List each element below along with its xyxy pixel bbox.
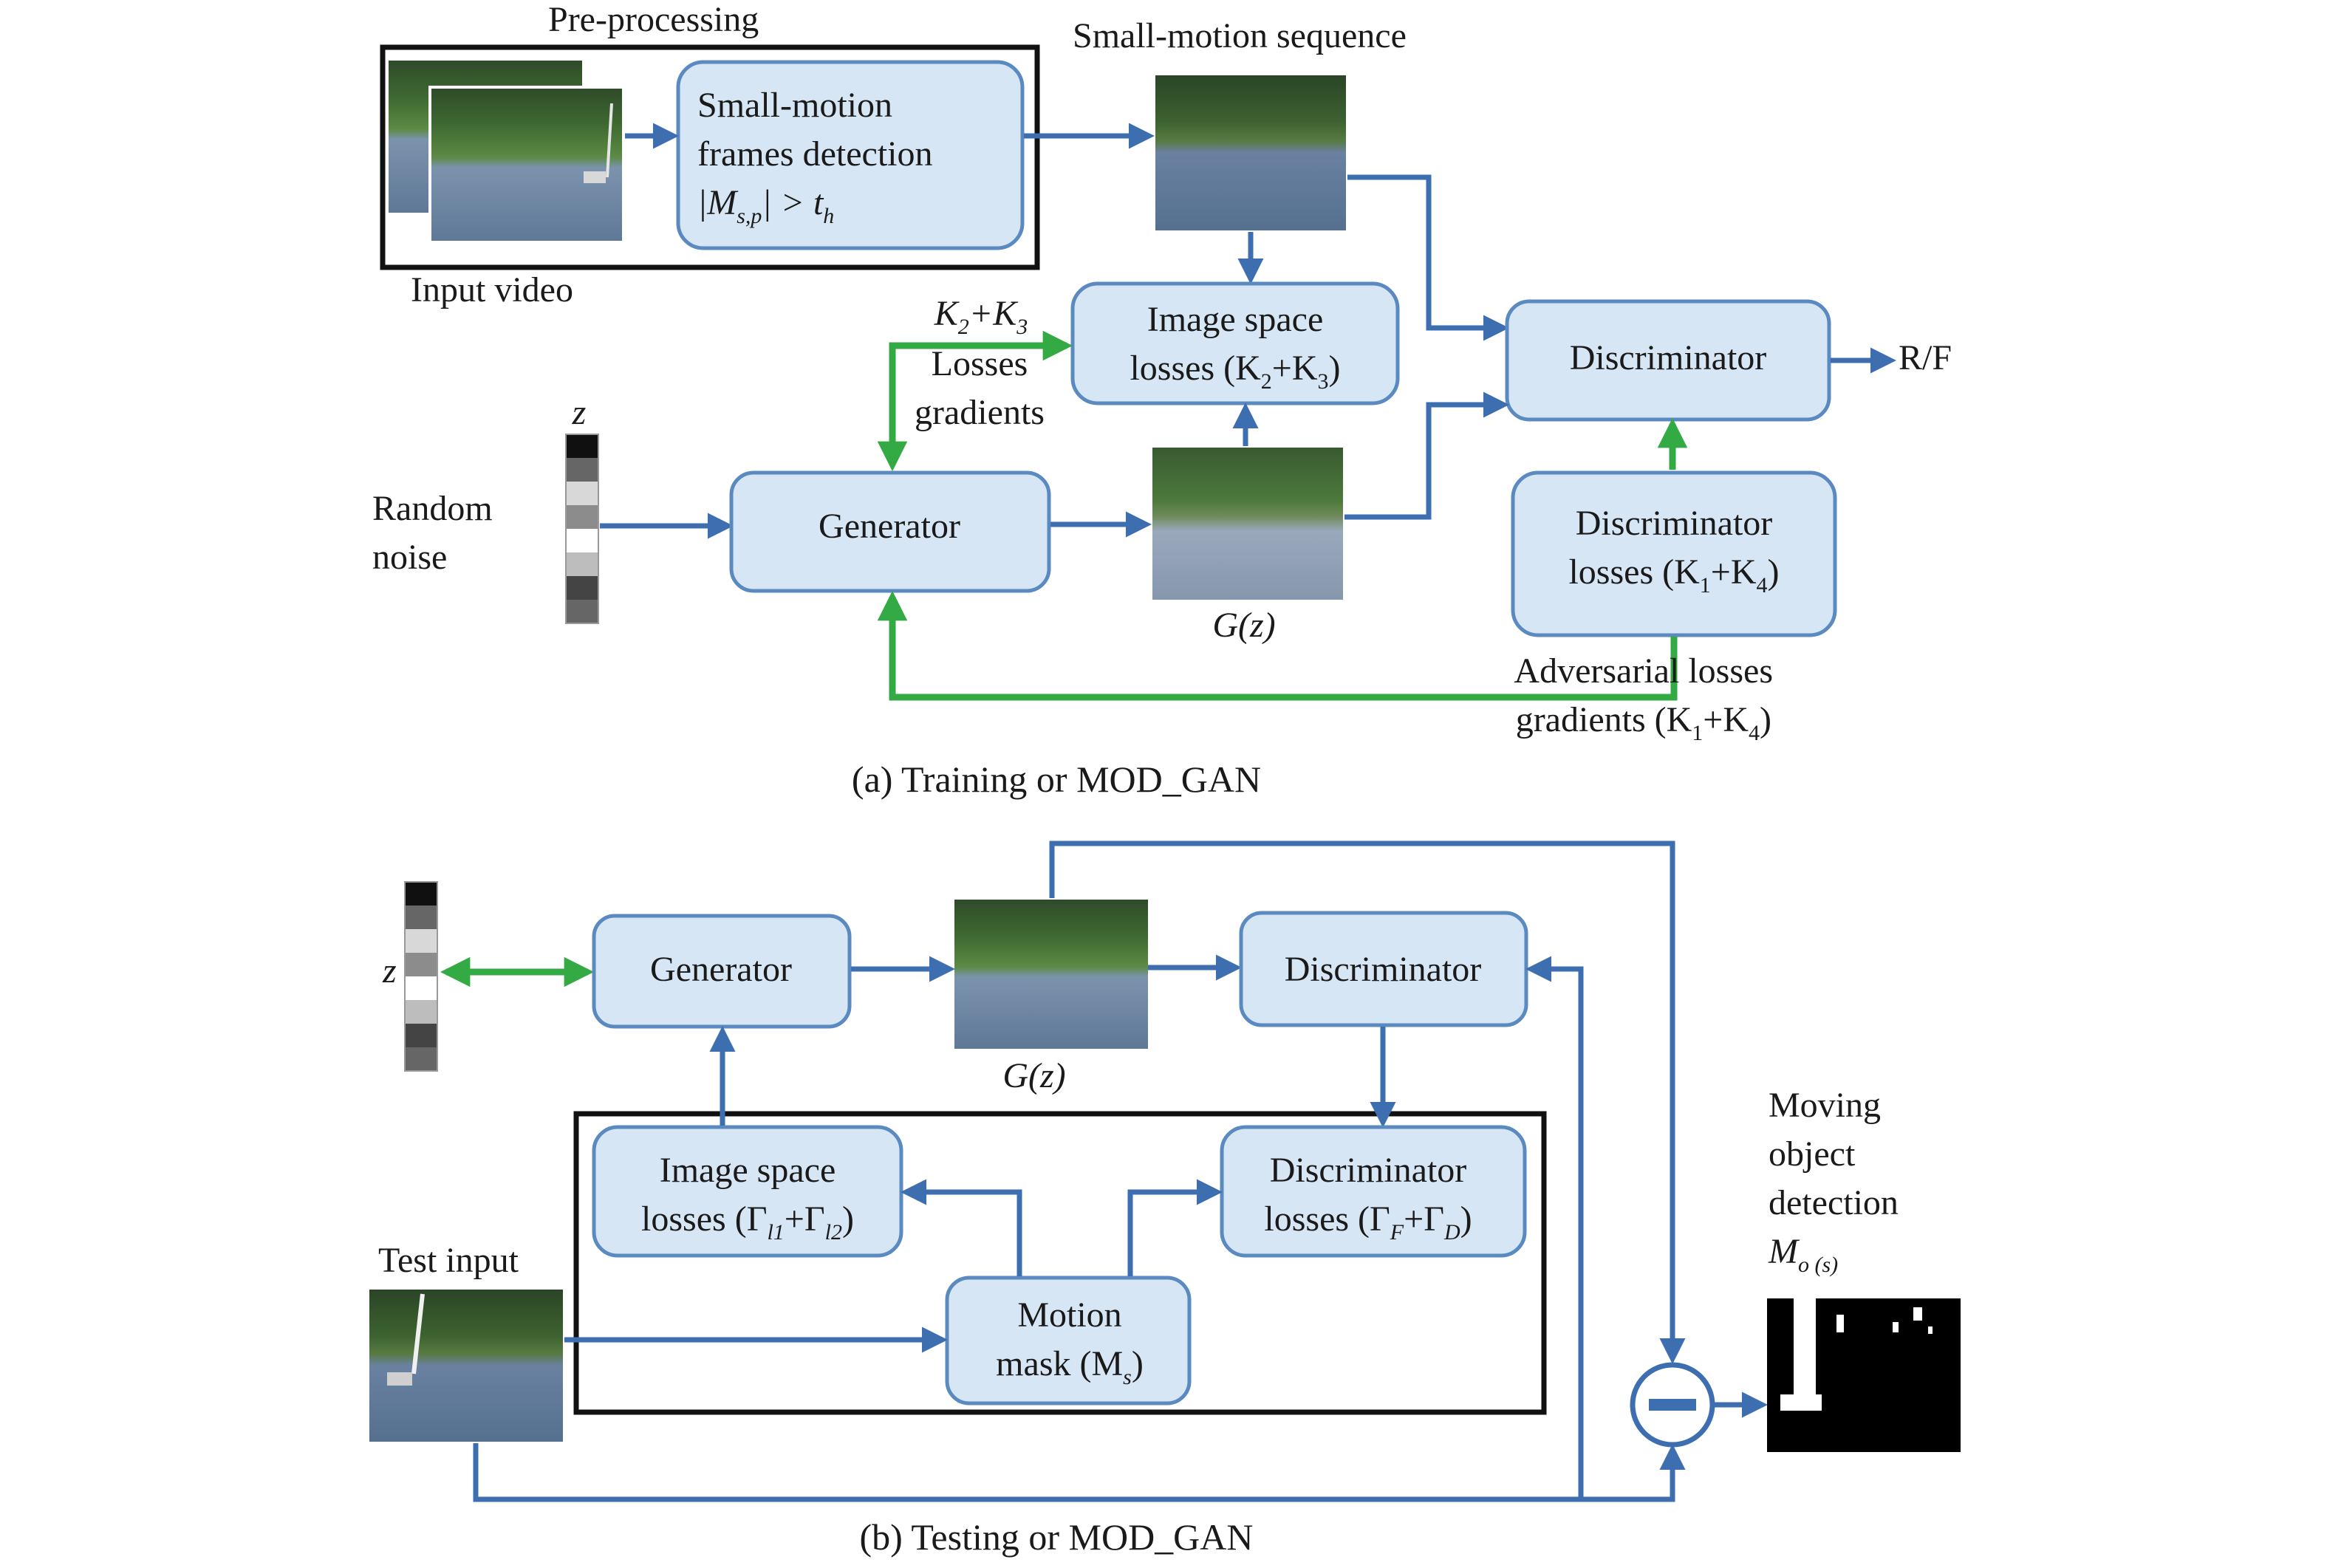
gz-label-training: G(z) xyxy=(1212,606,1275,645)
arrow-gz-to-subtract xyxy=(1049,841,1686,1364)
small-motion-line2: frames detection xyxy=(697,134,933,174)
k-losses-label-line1: K2+K3 xyxy=(934,294,1028,339)
input-video-label: Input video xyxy=(411,270,573,309)
discriminator-losses-box-training xyxy=(1511,470,1837,637)
motion-mask-line1: Motion xyxy=(1017,1295,1121,1335)
generator-label-testing: Generator xyxy=(650,950,792,989)
rf-label: R/F xyxy=(1899,338,1952,377)
disc-losses-line1-training: Discriminator xyxy=(1576,504,1773,543)
small-motion-line1: Small-motion xyxy=(697,86,892,125)
z-label-training: z xyxy=(572,393,587,432)
subtract-icon xyxy=(1630,1362,1715,1448)
moving-object-line1: Moving xyxy=(1769,1086,1881,1125)
caption-training: (a) Training or MOD_GAN xyxy=(852,759,1261,800)
image-space-line1: Image space xyxy=(1147,300,1324,339)
generated-image-training xyxy=(1152,448,1343,600)
small-motion-sequence-label: Small-motion sequence xyxy=(1073,16,1407,55)
disc-losses-line2-testing: losses (ΓF+ΓD) xyxy=(1264,1199,1472,1245)
preprocessing-frame xyxy=(380,44,1040,270)
motion-mask-line2: mask (Ms) xyxy=(996,1344,1144,1389)
k-losses-label-line2: Losses xyxy=(932,344,1028,383)
image-space-line1-testing: Image space xyxy=(660,1151,836,1190)
k-losses-label-line3: gradients xyxy=(915,393,1045,432)
moving-object-line3: detection xyxy=(1769,1183,1899,1222)
arrow-gz-to-discriminator xyxy=(1344,391,1509,520)
arrow-test-input-to-subtract xyxy=(473,1443,1686,1502)
random-noise-line1: Random xyxy=(372,489,493,528)
arrow-test-input-to-discriminator xyxy=(1525,956,1584,1499)
arrow-mask-to-disc-losses xyxy=(1127,1179,1223,1276)
random-noise-line2: noise xyxy=(372,538,447,577)
small-motion-detection-box xyxy=(676,60,1025,250)
adversarial-line2: gradients (K1+K4) xyxy=(1516,700,1771,745)
image-space-line2-testing: losses (Γl1+Γl2) xyxy=(641,1199,854,1245)
arrow-mask-to-image-space xyxy=(901,1179,1022,1276)
caption-testing: (b) Testing or MOD_GAN xyxy=(859,1516,1253,1558)
detection-mask-image xyxy=(1767,1298,1961,1452)
noise-vector-training xyxy=(565,434,599,624)
gz-label-testing: G(z) xyxy=(1002,1056,1065,1095)
generator-label-training: Generator xyxy=(819,507,960,546)
test-input-image xyxy=(369,1290,563,1442)
image-space-line2: losses (K2+K3) xyxy=(1130,349,1340,394)
test-input-label: Test input xyxy=(378,1241,519,1280)
arrow-sequence-to-discriminator xyxy=(1347,174,1509,341)
input-video-thumbnail xyxy=(389,61,625,244)
small-motion-sequence-image xyxy=(1155,75,1346,230)
adversarial-line1: Adversarial losses xyxy=(1514,651,1773,691)
green-arrow-adversarial-to-generator xyxy=(877,590,1678,701)
moving-object-line2: object xyxy=(1769,1134,1856,1174)
z-label-testing: z xyxy=(382,951,397,990)
noise-vector-testing xyxy=(404,881,438,1072)
green-arrow-gradients-k2k3 xyxy=(877,330,1073,472)
discriminator-label-training: Discriminator xyxy=(1570,338,1767,377)
disc-losses-line1-testing: Discriminator xyxy=(1270,1151,1467,1190)
disc-losses-line2-training: losses (K1+K4) xyxy=(1568,552,1779,598)
testing-loss-frame xyxy=(573,1111,1547,1415)
small-motion-formula: |Ms,p| > th xyxy=(697,183,834,228)
generated-image-testing xyxy=(954,900,1148,1049)
preprocessing-label: Pre-processing xyxy=(548,0,759,39)
discriminator-label-testing: Discriminator xyxy=(1285,950,1482,989)
moving-object-symbol: Mo (s) xyxy=(1768,1232,1838,1277)
